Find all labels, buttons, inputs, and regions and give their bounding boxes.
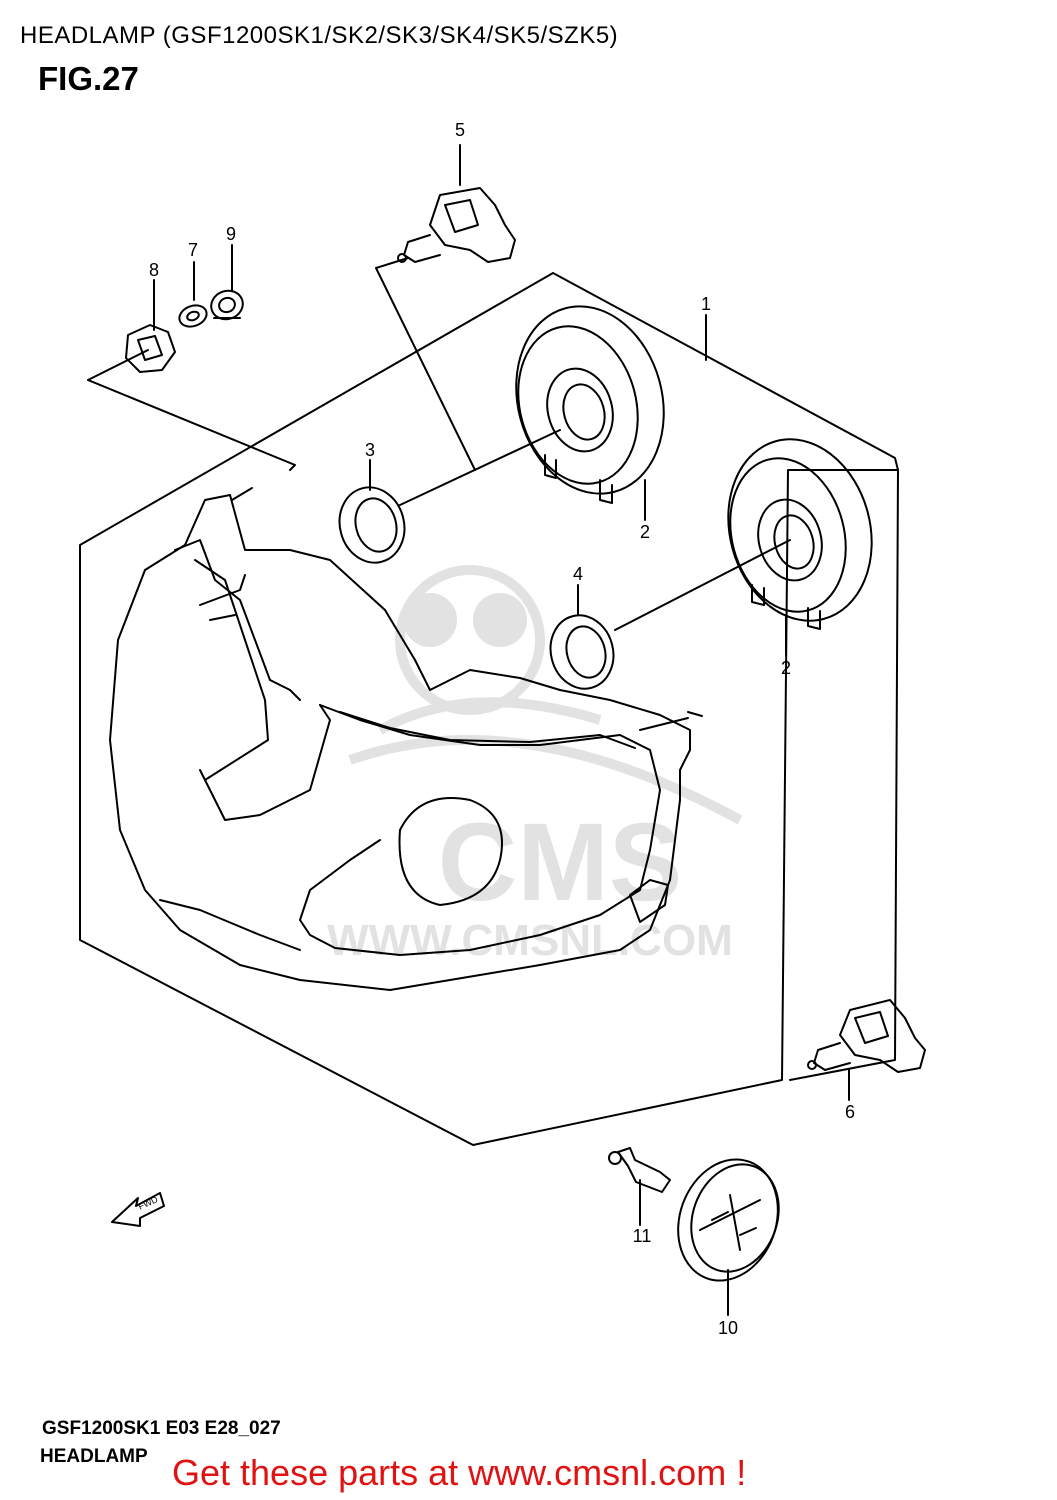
bolt-part-11 [608, 1147, 671, 1193]
callout-2-upper: 2 [640, 522, 650, 542]
watermark-url: WWW.CMSNL.COM [327, 916, 733, 965]
headlamp-assembly-part-1 [109, 487, 703, 991]
callout-11: 11 [633, 1226, 652, 1246]
grommet-part-8 [125, 324, 176, 373]
leader-line [87, 349, 296, 471]
ring-part-3 [338, 486, 406, 564]
cap-part-10 [677, 1158, 780, 1282]
nut-part-9 [210, 289, 244, 321]
bulb-part-6 [807, 999, 926, 1073]
callout-6: 6 [845, 1102, 855, 1122]
callout-3: 3 [365, 440, 375, 460]
assembly-outline-2 [789, 469, 899, 1081]
watermark: CMS WWW.CMSNL.COM [327, 565, 743, 965]
housing-part-2-upper [515, 305, 665, 504]
bulb-part-5 [397, 187, 516, 263]
promo-link[interactable]: Get these parts at www.cmsnl.com ! [172, 1452, 747, 1493]
leader-line [614, 539, 791, 631]
watermark-logo-text: CMS [438, 801, 682, 924]
leader-line [375, 257, 476, 471]
callout-1: 1 [701, 294, 711, 314]
page-title: HEADLAMP (GSF1200SK1/SK2/SK3/SK4/SK5/SZK… [20, 22, 619, 49]
housing-part-2-lower [727, 438, 873, 630]
watermark-logo: CMS [348, 565, 743, 924]
figure-label: FIG.27 [38, 60, 139, 97]
leader-line [153, 244, 233, 331]
callout-10: 10 [718, 1318, 738, 1338]
callout-9: 9 [226, 224, 236, 244]
drawing-code: GSF1200SK1 E03 E28_027 [42, 1418, 281, 1439]
callout-8: 8 [149, 260, 159, 280]
ring-part-4 [549, 614, 615, 690]
callout-2-lower: 2 [781, 658, 791, 678]
diagram-caption: HEADLAMP [40, 1446, 148, 1467]
callout-4: 4 [573, 564, 583, 584]
callout-5: 5 [455, 120, 465, 140]
callout-7: 7 [188, 240, 198, 260]
fwd-arrow-icon: FWD [111, 1192, 165, 1227]
assembly-outline [79, 272, 899, 1146]
leader-line [399, 429, 561, 506]
washer-part-7 [178, 304, 208, 328]
